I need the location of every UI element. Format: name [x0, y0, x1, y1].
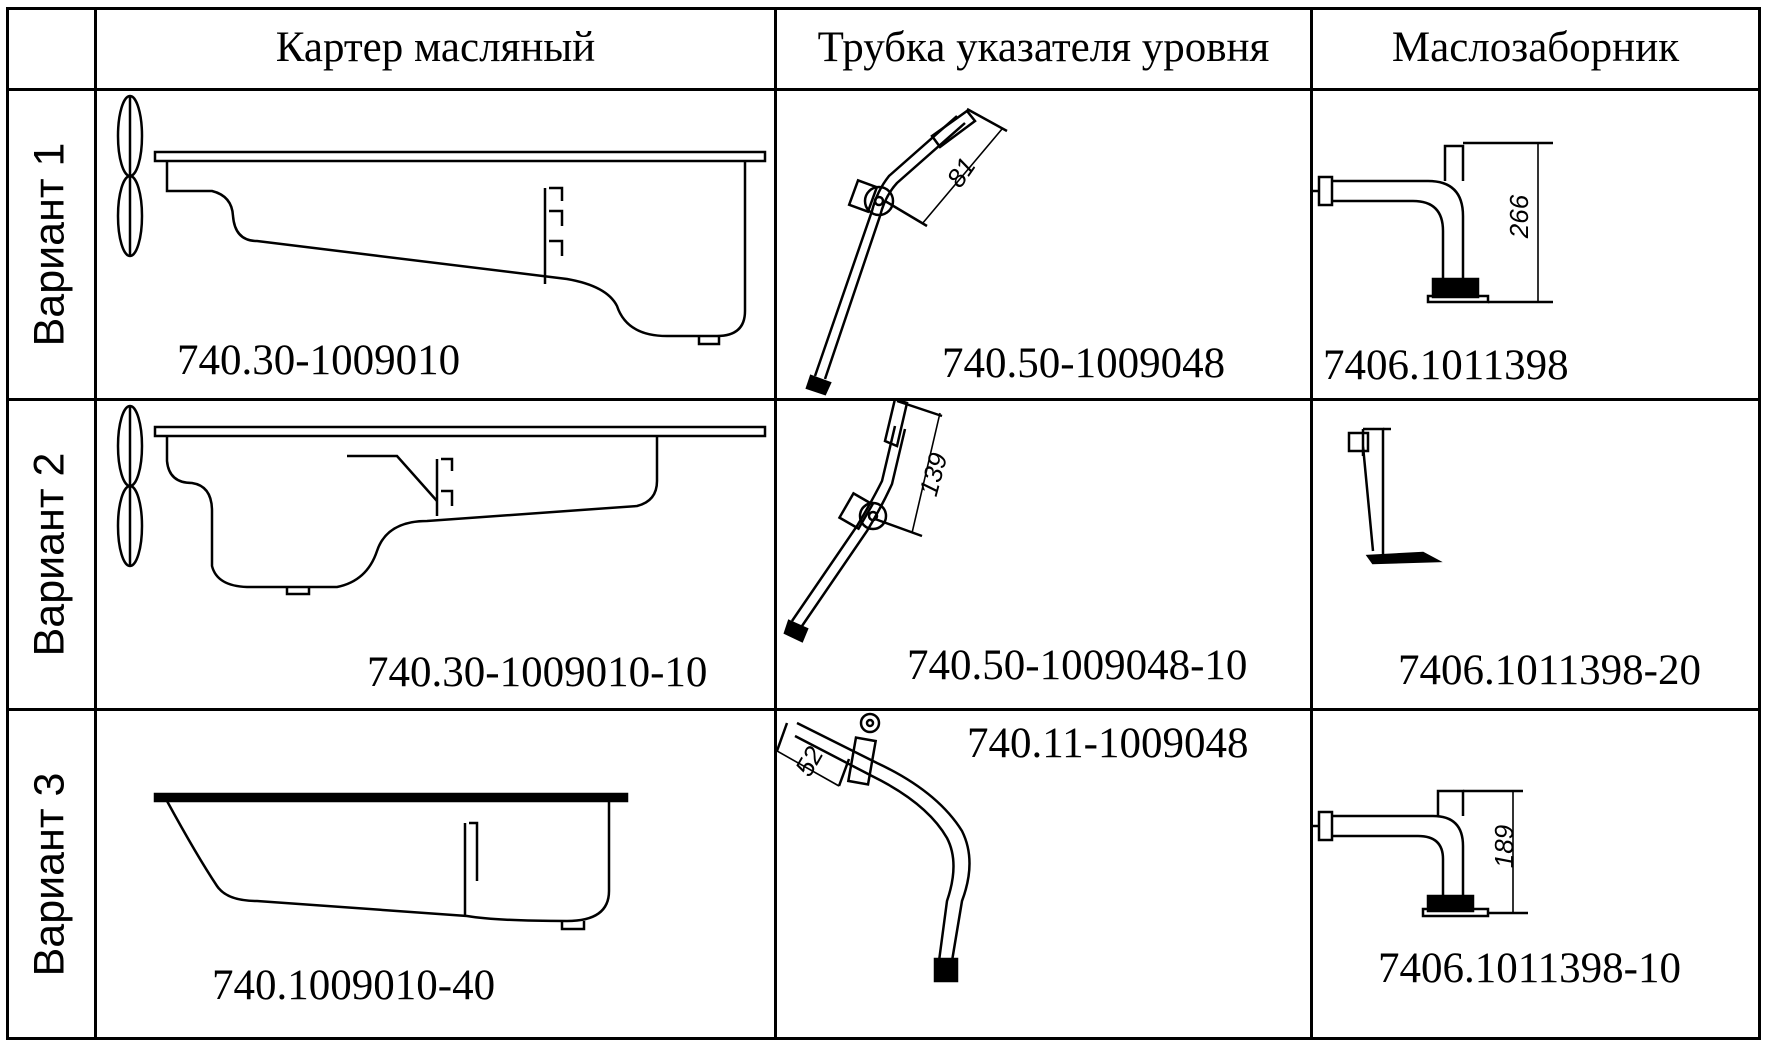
oil-pickup-drawing: [1313, 141, 1553, 304]
oil-pan-variant-1-cell: 740.30-1009010: [97, 91, 774, 398]
oil-pickup-part-number: 7406.1011398-20: [1398, 647, 1701, 694]
oil-pan-drawing: [116, 94, 767, 346]
dipstick-tube-variant-1-cell: 81 740.50-1009048: [777, 91, 1310, 398]
column-separator-1: [94, 7, 97, 1040]
table-border-left: [6, 7, 9, 1040]
oil-pickup-dimension-label: 189: [1489, 824, 1520, 869]
row-label-text: Вариант 1: [25, 142, 74, 347]
oil-pan-drawing: [153, 792, 629, 931]
oil-pickup-variant-3-cell: 189 7406.1011398-10: [1313, 711, 1758, 1037]
oil-pickup-drawing: [1313, 789, 1528, 918]
oil-pickup-variant-2-cell: 7406.1011398-20: [1313, 401, 1758, 708]
column-separator-3: [1310, 7, 1313, 1040]
oil-pickup-part-number: 7406.1011398-10: [1378, 945, 1681, 992]
oil-pan-part-number: 740.1009010-40: [212, 962, 496, 1009]
table-border-bottom: [6, 1037, 1761, 1040]
row-label-variant-2: Вариант 2: [6, 401, 94, 708]
oil-pan-variant-2-cell: 740.30-1009010-10: [97, 401, 774, 708]
dipstick-tube-drawing: [777, 712, 971, 983]
oil-pickup-drawing: [1347, 427, 1443, 565]
oil-pan-variant-3-cell: 740.1009010-40: [97, 711, 774, 1037]
table-border-right: [1758, 7, 1761, 1040]
column-header-oil-pan: Картер масляный: [275, 23, 596, 71]
parts-table: Картер масляный Трубка указателя уровня …: [6, 7, 1761, 1040]
row-label-text: Вариант 3: [25, 772, 74, 976]
row-label-variant-1: Вариант 1: [6, 91, 94, 398]
dipstick-tube-part-number: 740.11-1009048: [967, 720, 1249, 767]
oil-pickup-variant-1-cell: 266 7406.1011398: [1313, 91, 1758, 398]
oil-pickup-dimension-label: 266: [1504, 194, 1535, 239]
oil-pan-part-number: 740.30-1009010: [177, 337, 461, 384]
dipstick-tube-part-number: 740.50-1009048: [942, 340, 1226, 387]
oil-pan-drawing: [116, 404, 767, 596]
table-border-top: [6, 7, 1761, 10]
row-label-variant-3: Вариант 3: [6, 711, 94, 1037]
dipstick-tube-variant-2-cell: 139 740.50-1009048-10: [777, 401, 1310, 708]
dipstick-tube-drawing: [805, 107, 1008, 396]
row-separator-1: [6, 398, 1761, 401]
oil-pan-part-number: 740.30-1009010-10: [367, 649, 708, 696]
header-separator: [6, 88, 1761, 91]
row-separator-2: [6, 708, 1761, 711]
row-label-text: Вариант 2: [25, 452, 74, 657]
dipstick-tube-drawing: [783, 401, 943, 643]
oil-pickup-part-number: 7406.1011398: [1323, 342, 1569, 389]
column-header-oil-pickup: Маслозаборник: [1391, 23, 1680, 71]
dipstick-tube-variant-3-cell: 52 740.11-1009048: [777, 711, 1310, 1037]
column-separator-2: [774, 7, 777, 1040]
dipstick-tube-part-number: 740.50-1009048-10: [907, 642, 1248, 689]
column-header-dipstick-tube: Трубка указателя уровня: [817, 23, 1270, 71]
